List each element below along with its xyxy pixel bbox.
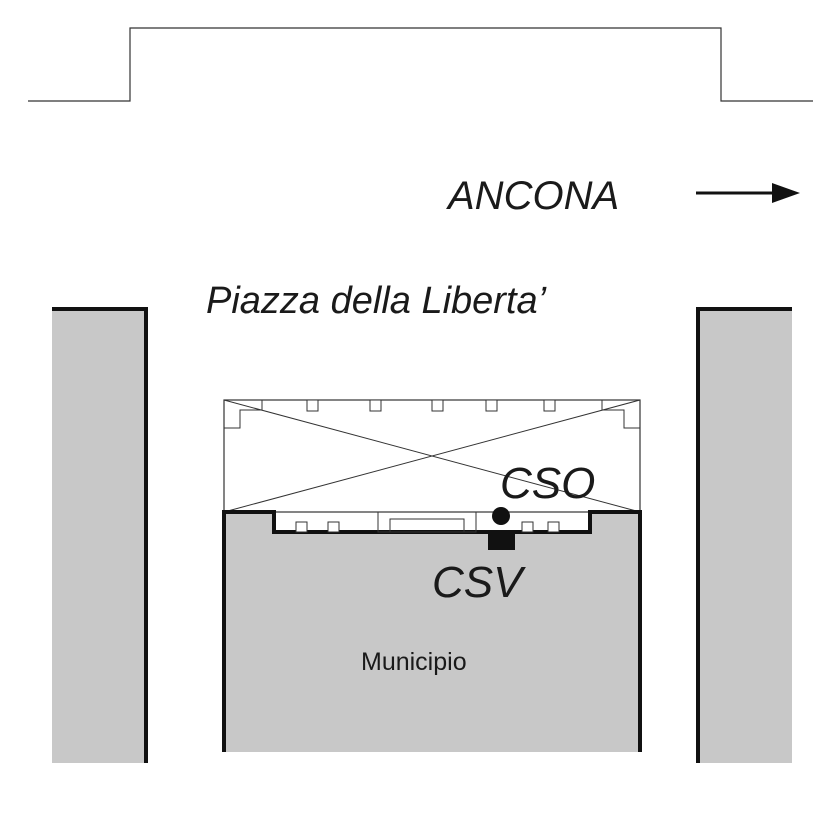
building-label: Municipio bbox=[361, 648, 467, 676]
left-building bbox=[52, 307, 148, 763]
cso-label: CSO bbox=[500, 459, 595, 508]
facade-pillars bbox=[295, 521, 560, 533]
right-building bbox=[696, 307, 792, 763]
csv-label: CSV bbox=[432, 558, 526, 607]
filled-square-icon bbox=[488, 533, 515, 550]
square-label: Piazza della Liberta’ bbox=[206, 280, 547, 322]
direction-label: ANCONA bbox=[446, 174, 619, 218]
street-outline bbox=[28, 27, 813, 102]
entrance-steps bbox=[377, 511, 477, 533]
portico-pillars-top bbox=[306, 399, 556, 412]
arrow-right-icon bbox=[696, 183, 800, 203]
filled-circle-icon bbox=[492, 507, 510, 525]
municipio-building bbox=[222, 510, 642, 752]
